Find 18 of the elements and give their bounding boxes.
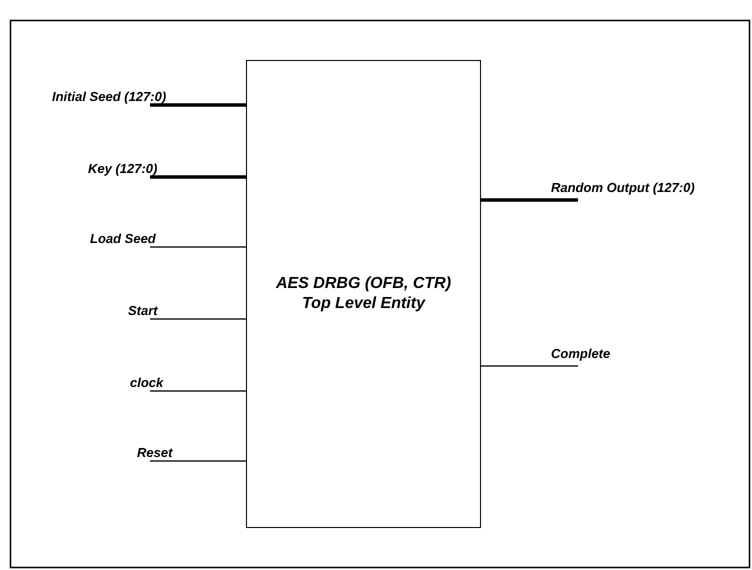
signal-label: Reset: [137, 445, 172, 461]
bus-line: [150, 103, 246, 107]
bus-line: [150, 175, 246, 179]
signal-line: [481, 365, 578, 367]
signal-label: clock: [130, 375, 164, 391]
signal-line: [150, 390, 246, 392]
signal-label: Initial Seed (127:0): [52, 89, 166, 105]
entity-title: AES DRBG (OFB, CTR) Top Level Entity: [274, 274, 452, 314]
signal-line: [150, 246, 246, 248]
signal-line: [150, 318, 246, 320]
signal-label: Start: [128, 303, 158, 319]
signal-label: Key (127:0): [88, 161, 158, 177]
bus-line: [481, 198, 578, 202]
entity-block: [246, 60, 481, 528]
signal-label: Random Output (127:0): [551, 180, 695, 196]
signal-line: [150, 460, 246, 462]
signal-label: Load Seed: [90, 231, 156, 247]
signal-label: Complete: [551, 346, 610, 362]
